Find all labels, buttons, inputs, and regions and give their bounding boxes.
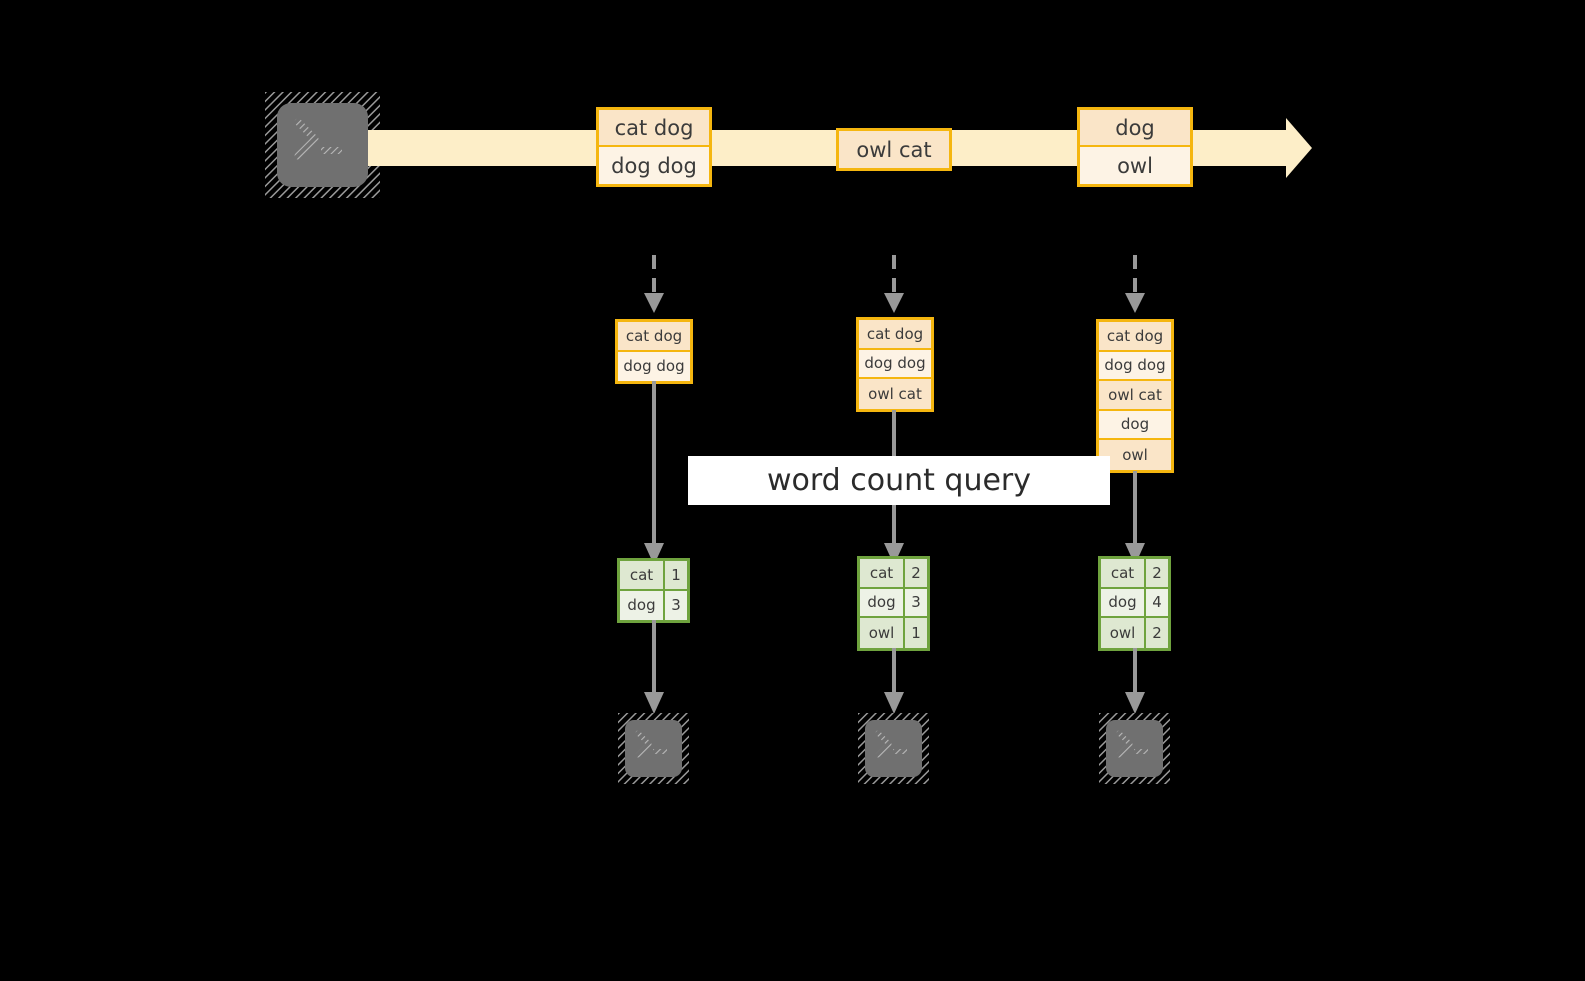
connector-stream-to-snapshot-1 (639, 255, 669, 315)
count-cell: 3 (665, 590, 687, 620)
accumulated-records-t2-row: dog dog (859, 349, 931, 379)
count-cell: 2 (905, 559, 927, 587)
count-cell: 3 (905, 588, 927, 616)
connector-result-to-sink-1 (639, 620, 669, 715)
count-cell: 2 (1146, 559, 1168, 587)
connector-result-to-sink-2 (879, 648, 909, 715)
stream-batch-2: owl cat (836, 128, 952, 171)
count-cell: 1 (905, 618, 927, 648)
query-banner: word count query (688, 456, 1110, 505)
accumulated-records-t3-row: dog dog (1099, 351, 1171, 381)
source-terminal-icon (265, 92, 380, 198)
accumulated-records-t2-row: owl cat (859, 379, 931, 409)
connector-stream-to-snapshot-2 (879, 255, 909, 315)
stream-batch-1-row: dog dog (599, 147, 709, 184)
stream-batch-2-row: owl cat (839, 131, 949, 168)
output-terminal-2 (858, 713, 929, 784)
word-cell: owl (860, 618, 905, 648)
count-cell: 1 (665, 561, 687, 589)
count-cell: 4 (1146, 588, 1168, 616)
stream-batch-3-row: dog (1080, 110, 1190, 147)
word-cell: cat (1101, 559, 1146, 587)
word-cell: dog (620, 590, 665, 620)
word-cell: cat (860, 559, 905, 587)
word-cell: dog (860, 588, 905, 616)
accumulated-records-t3-row: owl cat (1099, 381, 1171, 411)
word-cell: dog (1101, 588, 1146, 616)
accumulated-records-t3-row: dog (1099, 410, 1171, 440)
output-terminal-3 (1099, 713, 1170, 784)
connector-stream-to-snapshot-3 (1120, 255, 1150, 315)
accumulated-records-t3-row: owl (1099, 440, 1171, 470)
accumulated-records-t3-row: cat dog (1099, 322, 1171, 352)
accumulated-records-t2-row: cat dog (859, 320, 931, 350)
connector-snapshot-to-result-3 (1120, 471, 1150, 566)
word-cell: cat (620, 561, 665, 589)
word-cell: owl (1101, 618, 1146, 648)
stream-batch-3-row: owl (1080, 147, 1190, 184)
output-terminal-1 (618, 713, 689, 784)
connector-snapshot-to-result-1 (639, 381, 669, 566)
connector-result-to-sink-3 (1120, 648, 1150, 715)
accumulated-records-t1-row: dog dog (618, 351, 690, 381)
accumulated-records-t1-row: cat dog (618, 322, 690, 352)
stream-batch-1-row: cat dog (599, 110, 709, 147)
count-cell: 2 (1146, 618, 1168, 648)
